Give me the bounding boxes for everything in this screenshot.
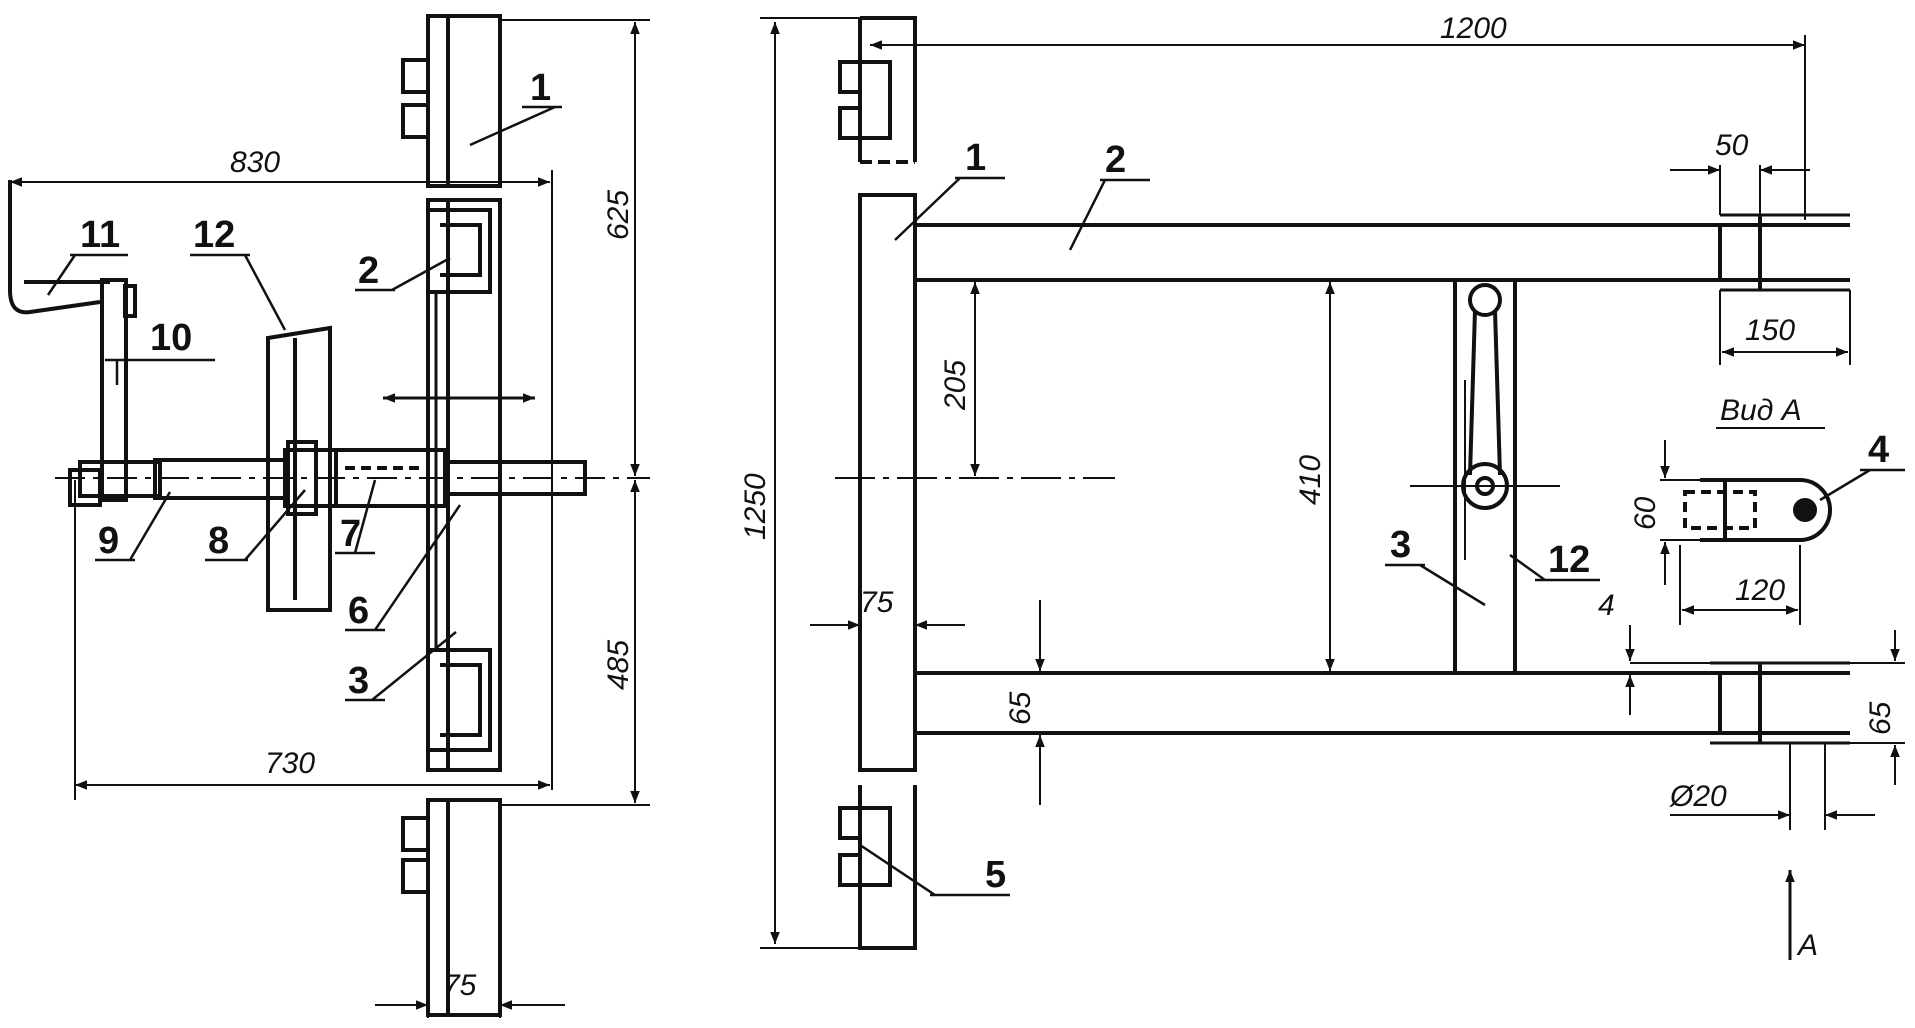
label-7-left: 7 (340, 513, 361, 555)
right-view: 1200 1250 205 410 75 65 50 150 60 120 4 … (739, 12, 1905, 962)
label-6-left: 6 (348, 590, 369, 632)
dim-830: 830 (230, 146, 280, 179)
label-3-left: 3 (348, 660, 369, 702)
dim-205: 205 (939, 360, 972, 411)
right-dimension-lines (760, 17, 1905, 949)
right-knife (1453, 280, 1517, 673)
left-disc (266, 325, 332, 612)
label-2-left: 2 (358, 250, 379, 292)
label-9-left: 9 (98, 520, 119, 562)
right-part-labels: 1 2 3 12 4 5 (965, 137, 1889, 896)
dim-1250: 1250 (739, 473, 772, 540)
dim-730: 730 (265, 747, 315, 780)
label-4-right: 4 (1868, 429, 1889, 471)
label-3-right: 3 (1390, 524, 1411, 566)
dim-625: 625 (602, 190, 635, 240)
dim-65-end: 65 (1864, 701, 1897, 735)
left-shaft (55, 440, 650, 516)
view-a-arrow-label: A (1796, 929, 1818, 962)
dim-75-right: 75 (860, 586, 894, 619)
dim-4: 4 (1598, 589, 1615, 622)
dim-diameter-20: Ø20 (1669, 780, 1727, 813)
label-1-right: 1 (965, 137, 986, 179)
left-part-labels: 1 2 3 6 7 8 9 10 11 12 (80, 67, 551, 702)
label-8-left: 8 (208, 520, 229, 562)
left-post-middle (426, 184, 502, 772)
dim-60: 60 (1629, 496, 1662, 530)
label-5-right: 5 (985, 854, 1006, 896)
dim-75-left: 75 (443, 969, 477, 1002)
right-dimension-texts: 1200 1250 205 410 75 65 50 150 60 120 4 … (739, 12, 1897, 813)
dim-150: 150 (1745, 314, 1795, 347)
left-post-lower (401, 798, 502, 1017)
label-1-left: 1 (530, 67, 551, 109)
dim-50: 50 (1715, 129, 1749, 162)
left-view: 830 625 485 730 75 1 2 3 6 7 8 9 (8, 14, 650, 1018)
dim-410: 410 (1294, 455, 1327, 505)
right-leaders (859, 176, 1905, 897)
left-crank (8, 180, 137, 507)
view-a-detail (1683, 478, 1832, 542)
label-12-left: 12 (193, 214, 235, 256)
label-2-right: 2 (1105, 139, 1126, 181)
left-leaders (46, 105, 562, 702)
right-top-beam (915, 213, 1850, 292)
label-11-left: 11 (80, 214, 120, 256)
left-dimension-lines (10, 19, 650, 1018)
dim-65-bottom-beam: 65 (1004, 691, 1037, 725)
right-post (838, 16, 917, 950)
label-10-left: 10 (150, 317, 192, 359)
left-dimension-texts: 830 625 485 730 75 (230, 146, 635, 1002)
label-12-right: 12 (1548, 539, 1590, 581)
dim-1200: 1200 (1440, 12, 1507, 45)
right-bottom-beam (915, 661, 1850, 745)
view-a-title: Вид А (1720, 394, 1802, 427)
dim-120: 120 (1735, 574, 1785, 607)
left-post-upper (401, 14, 502, 188)
dim-485: 485 (602, 640, 635, 690)
